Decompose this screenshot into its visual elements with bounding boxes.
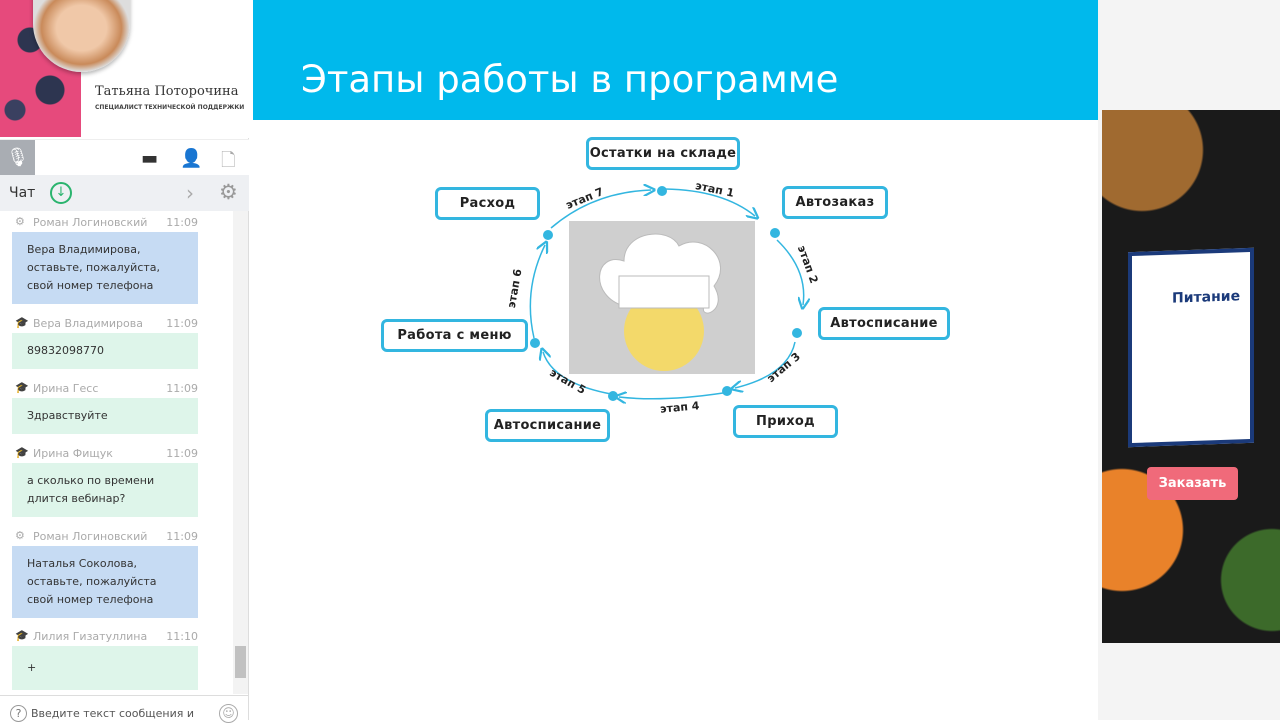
- chef-logo-image: [569, 221, 755, 374]
- node-autowriteoff-2: Автосписание: [485, 409, 610, 442]
- message-text: +: [12, 646, 198, 690]
- gear-icon: ⚙: [15, 215, 25, 228]
- order-button[interactable]: Заказать: [1147, 467, 1238, 500]
- chat-tab-icon[interactable]: ▬: [141, 148, 159, 169]
- node-income: Приход: [733, 405, 838, 438]
- message-author: Вера Владимирова: [33, 317, 143, 330]
- participants-tab-icon[interactable]: 👤: [180, 148, 203, 169]
- slide-header: Этапы работы в программе: [253, 0, 1098, 120]
- message-author: Ирина Гесс: [33, 382, 99, 395]
- download-icon[interactable]: ↓: [50, 182, 72, 204]
- promo-sidebar: Питание Заказать: [1098, 0, 1280, 720]
- message-author: Роман Логиновский: [33, 216, 148, 229]
- chat-input[interactable]: ? Введите текст сообщения и ☺: [0, 695, 249, 723]
- node-dot: [657, 186, 667, 196]
- chat-header: Чат ↓ › ⚙: [0, 175, 249, 211]
- product-title: Питание: [1172, 288, 1241, 307]
- arrow-stage-1: [664, 188, 755, 216]
- chat-message: 🎓 Лилия Гизатуллина 11:10 +: [12, 628, 198, 690]
- message-text: а сколько по времени длится вебинар?: [12, 463, 198, 517]
- presenter-name: Татьяна Поторочина: [95, 84, 239, 99]
- node-menu: Работа с меню: [381, 319, 528, 352]
- node-autoorder: Автозаказ: [782, 186, 888, 219]
- message-author: Лилия Гизатуллина: [33, 630, 148, 643]
- arrow-stage-4: [619, 393, 724, 399]
- node-dot: [543, 230, 553, 240]
- arrow-stage-3: [735, 341, 796, 388]
- node-autowriteoff: Автосписание: [818, 307, 950, 340]
- chat-scrollbar[interactable]: [233, 211, 248, 694]
- chat-message: 🎓 Вера Владимирова 11:09 89832098770: [12, 315, 198, 369]
- message-time: 11:09: [166, 216, 198, 229]
- message-time: 11:09: [166, 447, 198, 460]
- emoji-icon[interactable]: ☺: [219, 704, 238, 723]
- graduation-cap-icon: 🎓: [15, 316, 29, 329]
- node-dot: [530, 338, 540, 348]
- product-box-image: Питание: [1128, 247, 1254, 448]
- chat-input-placeholder[interactable]: Введите текст сообщения и: [31, 707, 195, 720]
- graduation-cap-icon: 🎓: [15, 381, 29, 394]
- presenter-role: СПЕЦИАЛИСТ ТЕХНИЧЕСКОЙ ПОДДЕРЖКИ: [95, 104, 245, 111]
- presentation-slide: Этапы работы в программе Остатки на скла…: [253, 0, 1098, 720]
- node-stock: Остатки на складе: [586, 137, 740, 170]
- node-dot: [608, 391, 618, 401]
- message-time: 11:09: [166, 382, 198, 395]
- message-time: 11:10: [166, 630, 198, 643]
- message-text: Наталья Соколова, оставьте, пожалуйста с…: [12, 546, 198, 618]
- help-icon[interactable]: ?: [10, 705, 27, 722]
- promo-banner: Питание Заказать: [1102, 110, 1280, 643]
- node-dot: [722, 386, 732, 396]
- chat-label: Чат: [9, 185, 36, 201]
- node-dot: [792, 328, 802, 338]
- gear-icon[interactable]: ⚙: [219, 180, 238, 204]
- chef-icon: [599, 233, 721, 371]
- scrollbar-thumb[interactable]: [235, 646, 246, 678]
- gear-icon: ⚙: [15, 529, 25, 542]
- message-text: Здравствуйте: [12, 398, 198, 434]
- microphone-icon[interactable]: 🎙: [0, 140, 35, 175]
- graduation-cap-icon: 🎓: [15, 446, 29, 459]
- webinar-sidebar: Татьяна Поторочина СПЕЦИАЛИСТ ТЕХНИЧЕСКО…: [0, 0, 249, 723]
- arrow-stage-2: [776, 239, 804, 305]
- node-dot: [770, 228, 780, 238]
- message-text: Вера Владимирова, оставьте, пожалуйста, …: [12, 232, 198, 304]
- message-author: Роман Логиновский: [33, 530, 148, 543]
- chat-message: 🎓 Ирина Фищук 11:09 а сколько по времени дл…: [12, 445, 198, 517]
- presenter-card: Татьяна Поторочина СПЕЦИАЛИСТ ТЕХНИЧЕСКО…: [0, 0, 249, 138]
- message-author: Ирина Фищук: [33, 447, 113, 460]
- arrow-stage-5: [543, 352, 612, 395]
- files-tab-icon[interactable]: 🗋: [221, 150, 236, 171]
- arrow-stage-6: [529, 245, 545, 339]
- node-expense: Расход: [435, 187, 540, 220]
- message-text: 89832098770: [12, 333, 198, 369]
- slide-title: Этапы работы в программе: [301, 58, 839, 101]
- sidebar-toolbar: 🎙 ▬ 👤 🗋: [0, 139, 249, 175]
- graduation-cap-icon: 🎓: [15, 629, 29, 642]
- message-time: 11:09: [166, 530, 198, 543]
- chevron-right-icon[interactable]: ›: [186, 181, 194, 205]
- arrow-stage-7: [550, 190, 651, 229]
- cycle-arrows: [529, 0, 1098, 720]
- message-time: 11:09: [166, 317, 198, 330]
